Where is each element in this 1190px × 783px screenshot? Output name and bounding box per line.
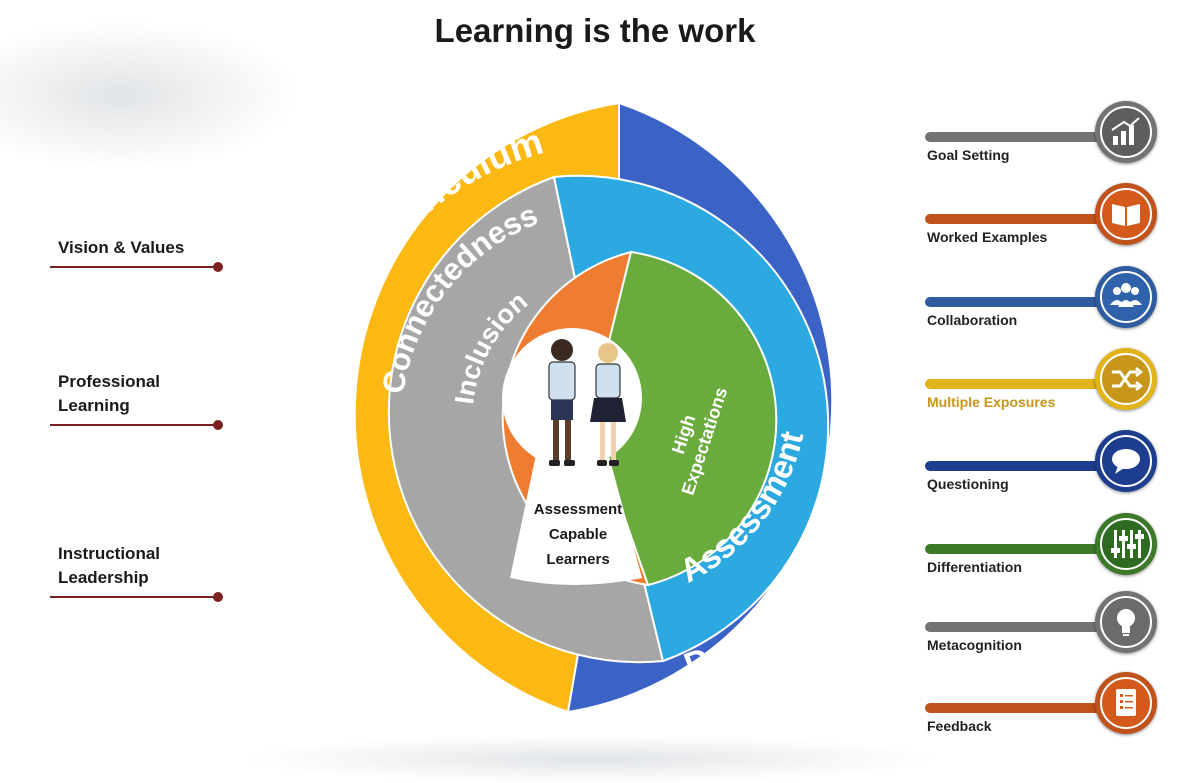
right-item-label: Questioning: [927, 476, 1009, 492]
left-item-label: Vision & Values: [58, 238, 185, 257]
right-item-label: Differentiation: [927, 559, 1022, 575]
background-haze: [0, 20, 300, 170]
right-item-label: Metacognition: [927, 637, 1022, 653]
right-item-worked-examples: Worked Examples: [925, 181, 1165, 261]
label-center-line2: Capable: [549, 526, 607, 543]
left-connector-line: [50, 420, 223, 430]
right-item-differentiation: Differentiation: [925, 511, 1165, 591]
connector-bar: [925, 703, 1110, 713]
bar-chart-icon: [1095, 101, 1157, 163]
right-item-questioning: Questioning: [925, 428, 1165, 508]
right-item-multiple-exposures: Multiple Exposures: [925, 346, 1165, 426]
lightbulb-icon: [1095, 591, 1157, 653]
connector-bar: [925, 622, 1110, 632]
connector-bar: [925, 379, 1110, 389]
center-keyhole-base: [510, 445, 642, 585]
connector-bar: [925, 132, 1110, 142]
ring-inner-green: [588, 250, 778, 587]
connector-bar: [925, 544, 1110, 554]
left-item-label: Instructional Leadership: [58, 544, 161, 587]
right-item-label: Multiple Exposures: [927, 394, 1056, 410]
right-item-label: Worked Examples: [927, 229, 1048, 245]
connector-bar: [925, 461, 1110, 471]
background-haze-bottom: [240, 735, 940, 783]
left-item-label: Professional Learning: [58, 372, 161, 415]
left-item-professional-learning: Professional Learning: [50, 370, 230, 430]
left-item-vision-values: Vision & Values: [50, 236, 230, 272]
left-item-instructional-leadership: Instructional Leadership: [50, 542, 230, 602]
label-center-line1: Assessment: [534, 501, 622, 518]
checklist-icon: [1095, 672, 1157, 734]
right-item-label: Feedback: [927, 718, 992, 734]
students-illustration: [548, 339, 626, 466]
connector-bar: [925, 214, 1110, 224]
left-connector-line: [50, 592, 223, 602]
connector-bar: [925, 297, 1110, 307]
right-item-feedback: Feedback: [925, 670, 1165, 750]
left-connector-line: [50, 262, 223, 272]
people-group-icon: [1095, 266, 1157, 328]
right-item-metacognition: Metacognition: [925, 589, 1165, 669]
right-item-collaboration: Collaboration: [925, 264, 1165, 344]
right-item-label: Goal Setting: [927, 147, 1010, 163]
label-center-line3: Learners: [546, 551, 609, 568]
speech-bubble-icon: [1095, 430, 1157, 492]
open-book-icon: [1095, 183, 1157, 245]
page-title: Learning is the work: [434, 12, 756, 49]
sliders-icon: [1095, 513, 1157, 575]
right-item-label: Collaboration: [927, 312, 1018, 328]
right-item-goal-setting: Goal Setting: [925, 99, 1165, 179]
shuffle-icon: [1095, 348, 1157, 410]
